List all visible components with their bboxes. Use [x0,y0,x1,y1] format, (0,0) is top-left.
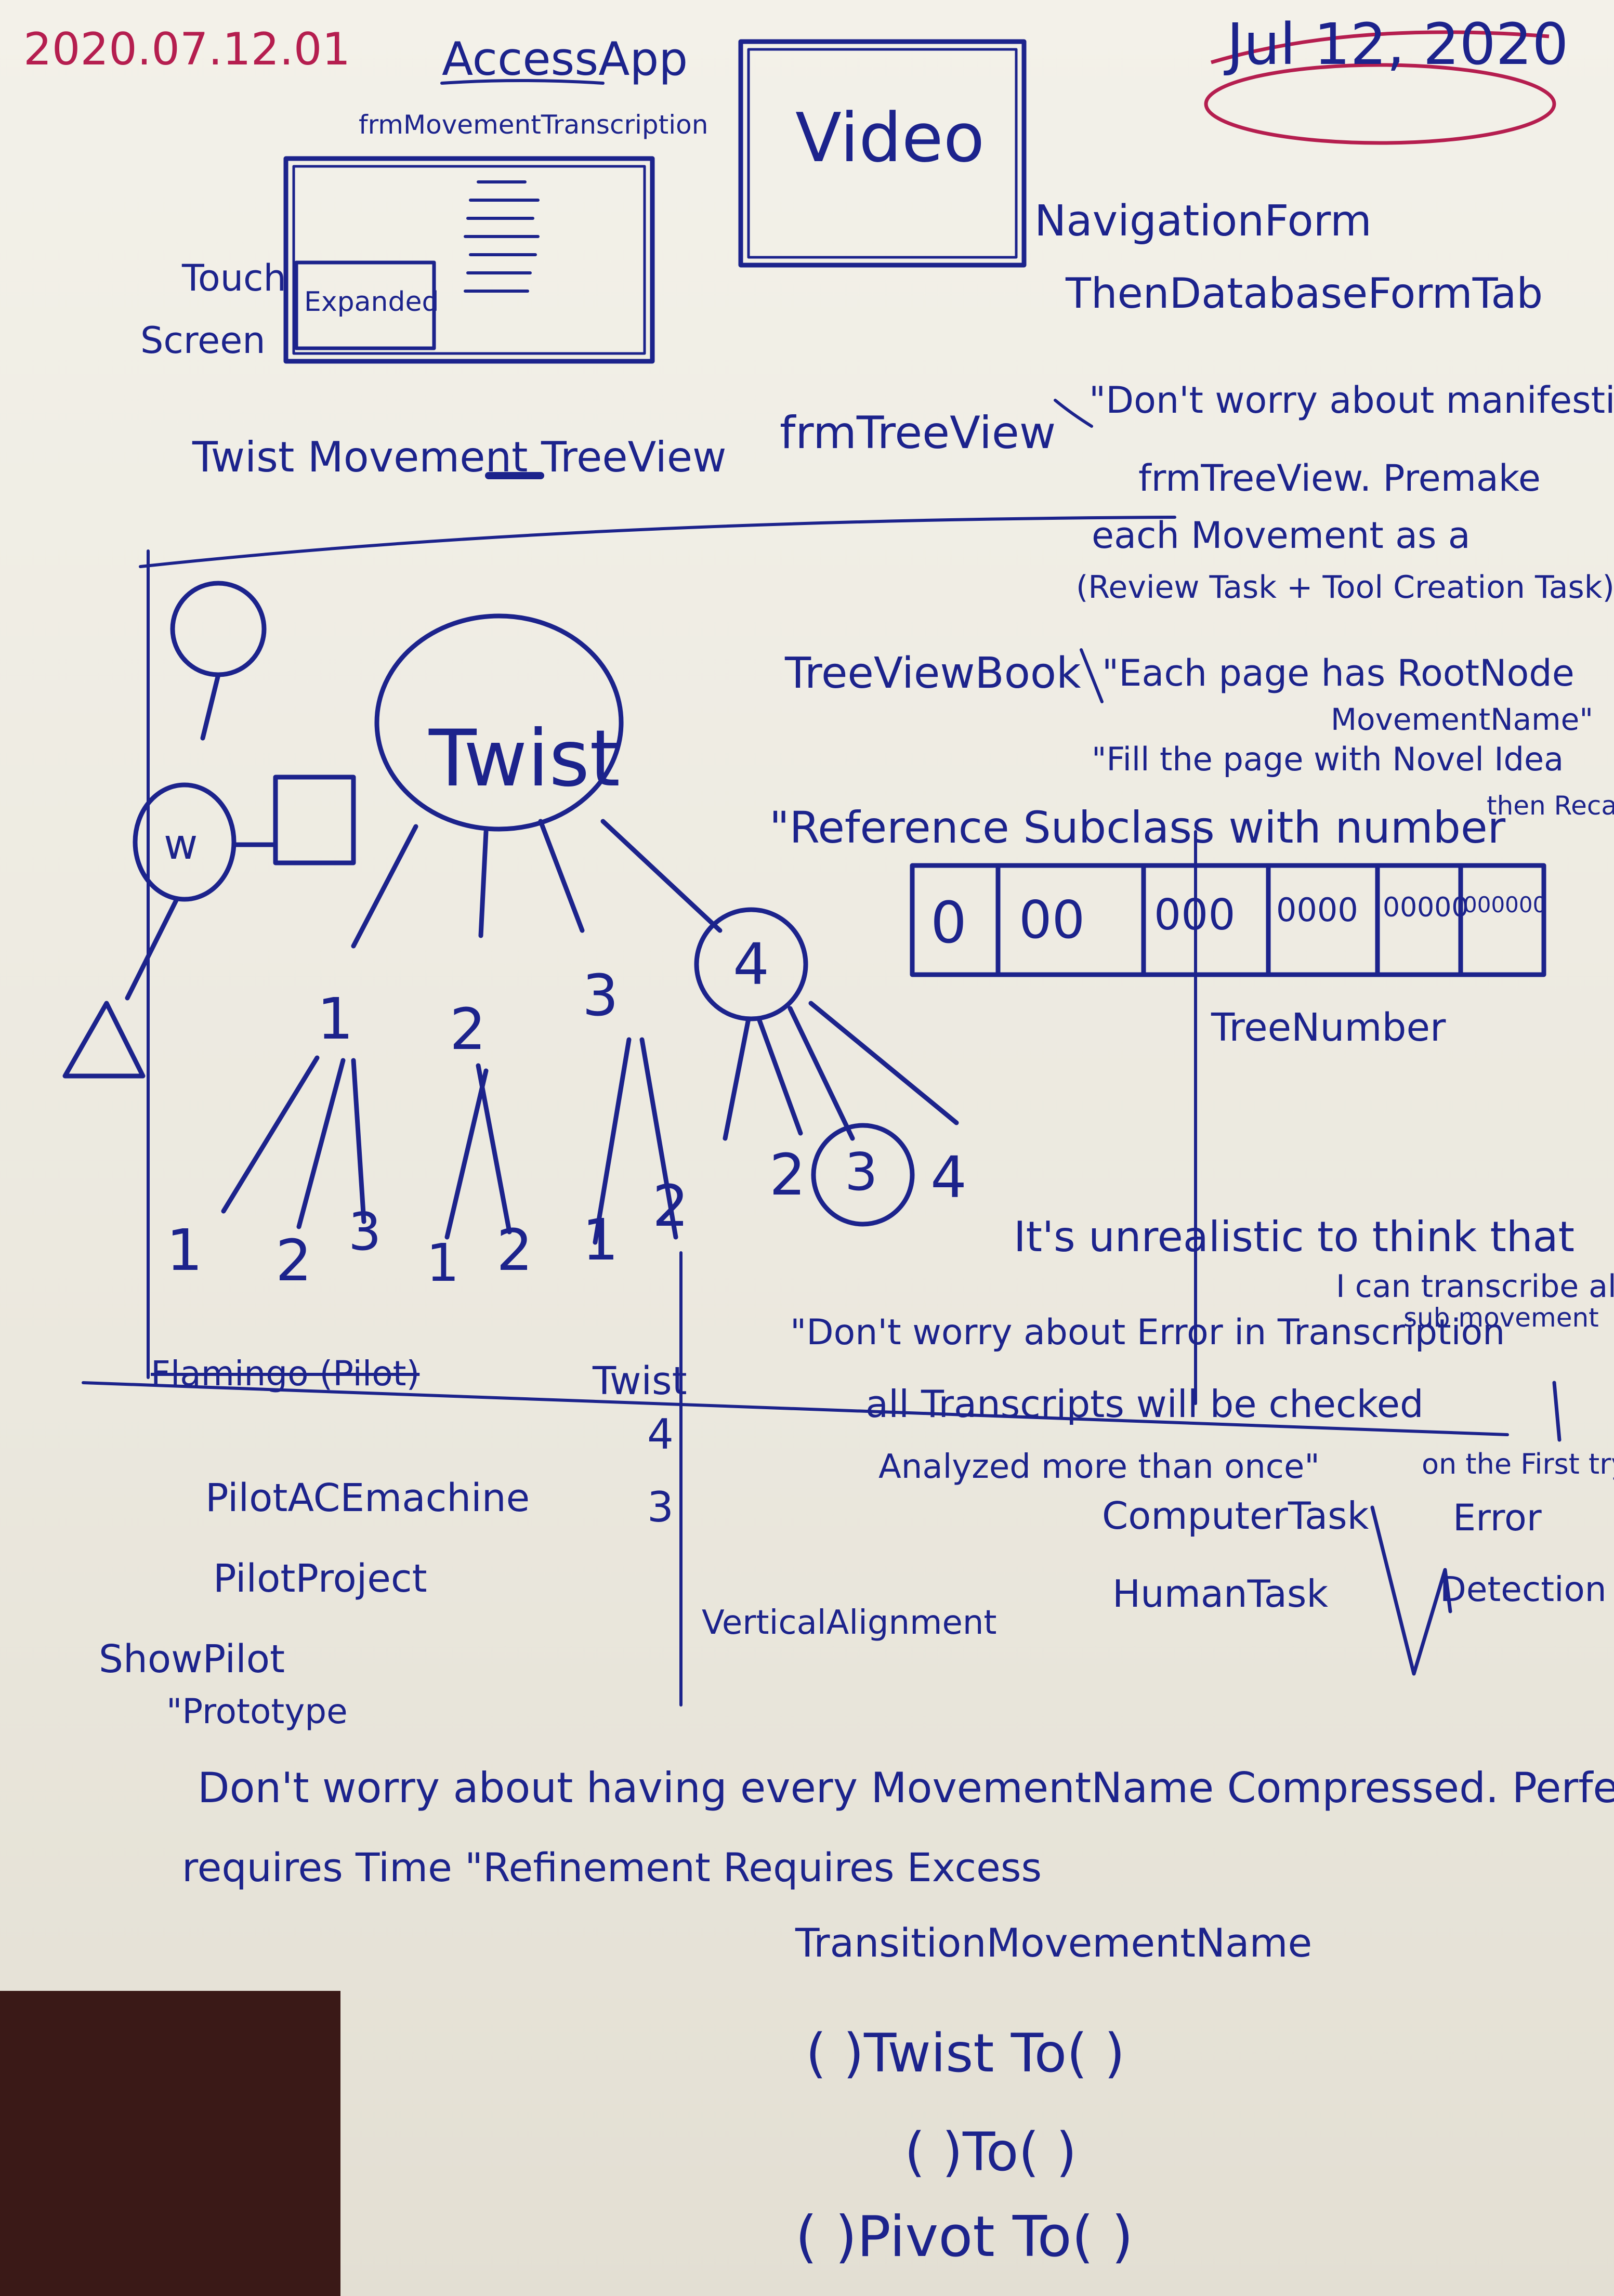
dark-table-corner [0,1991,340,2296]
subclass-table [910,863,1546,977]
subclass-cell-2: 00 [1019,889,1085,950]
closing-note-1: Don't worry about having every MovementN… [198,1764,1614,1812]
access-app-frame-sketch [283,79,655,364]
leaf-label: 1 [166,1217,203,1283]
first-try-note: on the First try [1422,1448,1614,1480]
leaf-label: 1 [426,1232,460,1293]
treeview-note-1: "Don't worry about manifesting [1089,379,1614,422]
formula-to: ( )To( ) [904,2121,1077,2183]
computer-task-label: ComputerTask [1102,1494,1369,1538]
subclass-cell-4: 0000 [1276,891,1358,929]
errors-note-2: all Transcripts will be checked [865,1382,1424,1426]
access-app-title: AccessApp [442,32,688,86]
closing-note-2: requires Time "Refinement Requires Exces… [182,1844,1042,1891]
leaf-label: 2 [496,1217,533,1283]
branch-label-3: 3 [582,962,619,1029]
treeview-frame [82,516,1509,1436]
book-note-3: "Fill the page with Novel Idea [1092,740,1564,778]
leaf-label: 2 [275,1227,312,1294]
subclass-cell-3: 000 [1154,890,1236,940]
formula-twist-to: ( )Twist To( ) [806,2023,1125,2084]
treeview-note-4: (Review Task + Tool Creation Task) [1076,569,1614,606]
pilot-item-4: "Prototype [166,1691,348,1731]
subclass-label: "Reference Subclass with number [769,802,1506,853]
subclass-cell-6: 000000 [1463,892,1547,917]
tree-root-label: Twist [429,714,621,804]
video-frame-sketch [738,39,1027,268]
tree-diagram [221,613,959,1245]
expanded-label: Expanded [304,286,439,318]
book-note-1: "Each page has RootNode [1102,652,1574,694]
formula-pivot-to: ( )Pivot To( ) [795,2205,1134,2269]
treeview-note-3: each Movement as a [1092,514,1471,557]
leaf-label: 2 [652,1173,689,1239]
pilot-heading: Flamingo (Pilot) [151,1354,420,1394]
leaf-label: 4 [930,1144,967,1211]
error-label: Error [1453,1497,1542,1539]
leaf-label: 3 [348,1201,382,1262]
pilot-item-2: PilotProject [213,1556,427,1601]
page-stamp: 2020.07.12.01 [23,23,351,75]
book-note-2: MovementName" [1331,702,1594,737]
avatar-figure [62,581,356,1079]
vertical-alignment-label: VerticalAlignment [702,1604,997,1642]
access-app-subtitle: frmMovementTranscription [359,110,708,140]
errors-note-3: Analyzed more than once" [878,1448,1320,1486]
treeview-note-2: frmTreeView. Premake [1138,457,1541,500]
database-tab-label: ThenDatabaseFormTab [1066,269,1543,318]
branch-label-1: 1 [317,986,353,1052]
touch-label: Touch [182,257,286,299]
subclass-cell-1: 0 [930,889,967,956]
pilot-item-3: ShowPilot [99,1637,285,1682]
page-date: Jul 12, 2020 [1227,11,1569,77]
leaf-label: 1 [582,1206,619,1273]
treeview-heading: Twist Movement TreeView [192,433,727,481]
navigation-form-label: NavigationForm [1034,196,1372,246]
leaf-label: 2 [769,1142,806,1208]
frm-treeview-label: frmTreeView [780,407,1056,459]
leaf-label: 3 [845,1142,878,1202]
detection-label: Detection [1440,1569,1607,1609]
branch-label-4: 4 [733,931,769,998]
tree-number-label: TreeNumber [1211,1005,1446,1050]
unrealistic-note-2: I can transcribe all [1336,1268,1614,1305]
human-task-label: HumanTask [1112,1572,1329,1616]
errors-note-1: "Don't worry about Error in Transcriptio… [790,1312,1505,1353]
unrealistic-note-3: sub movement [1403,1303,1599,1333]
transition-label: TransitionMovementName [795,1920,1313,1966]
twist-column-label: Twist [593,1359,687,1403]
avatar-mouth: w [164,820,198,869]
screen-label: Screen [140,319,266,362]
subclass-cell-5: 00000 [1383,892,1469,923]
book-note-4: then Recall" [1487,791,1614,821]
red-date-loop [1204,30,1556,145]
bracket-lines [679,399,1197,1707]
pilot-item-1: PilotACEmachine [205,1476,530,1520]
treeview-book-label: TreeViewBook [785,649,1081,698]
twist-column-4: 4 [647,1410,674,1459]
error-arrows [1370,1381,1561,1676]
twist-column-3: 3 [647,1483,674,1531]
unrealistic-note-1: It's unrealistic to think that [1014,1213,1574,1261]
branch-label-2: 2 [450,996,486,1062]
video-label: Video [795,98,985,177]
